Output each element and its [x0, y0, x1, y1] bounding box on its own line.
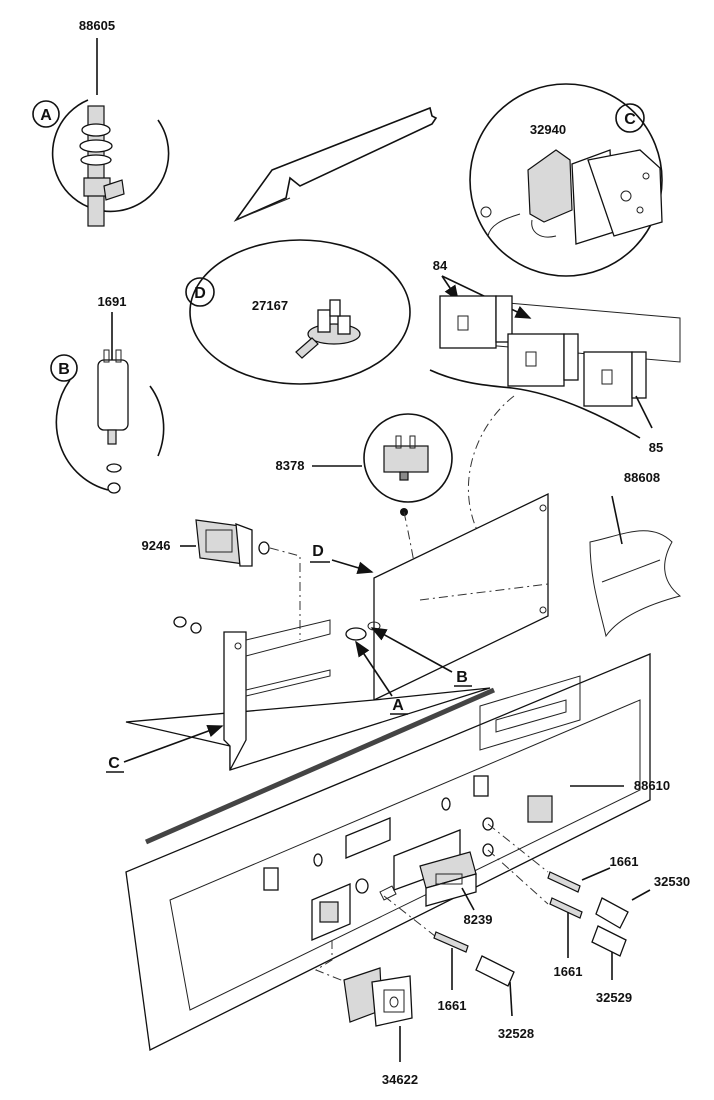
callout-b-icon	[50, 354, 78, 382]
valve-ring-2	[80, 154, 112, 166]
bracket-floor	[125, 687, 491, 771]
detail-c: C 32940	[469, 83, 663, 277]
label-34622: 34622	[382, 1072, 418, 1087]
callout-c-letter: C	[624, 111, 636, 128]
label-32940: 32940	[530, 122, 566, 137]
callout-d-letter: D	[194, 285, 206, 302]
detail-b: 1691 B	[50, 294, 165, 494]
front-panel: 88610	[125, 653, 670, 1051]
label-32529: 32529	[596, 990, 632, 1005]
label-88608: 88608	[624, 470, 660, 485]
pressure-switch-post-2	[337, 315, 351, 335]
valve-ring	[79, 139, 113, 153]
detail-a: 88605 A	[32, 18, 170, 227]
capacitor-body	[97, 359, 129, 431]
pressure-switch-nozzle	[295, 337, 319, 359]
label-84: 84	[433, 258, 448, 273]
pressure-switch-post-1	[317, 309, 331, 333]
svg-text:C: C	[108, 755, 120, 772]
callout-b-letter: B	[58, 361, 70, 378]
label-88605: 88605	[79, 18, 115, 33]
valve-side-port	[103, 179, 125, 201]
plug-circle	[363, 413, 453, 503]
marker-b: B	[370, 627, 472, 687]
label-9246: 9246	[142, 538, 171, 553]
panel-face	[125, 653, 651, 1051]
label-88610: 88610	[634, 778, 670, 793]
contactor-group: 84 85	[429, 258, 681, 455]
marker-c: C	[106, 724, 224, 773]
label-1661-upper: 1661	[610, 854, 639, 869]
switch-part: 34622	[314, 940, 418, 1087]
svg-text:A: A	[392, 697, 404, 714]
timer-plate-2	[587, 149, 663, 237]
filter-part: 9246	[142, 519, 301, 640]
label-32530: 32530	[654, 874, 690, 889]
sheet-part: 88608	[589, 470, 682, 638]
detail-b-circle-left	[55, 379, 109, 491]
contactor-3	[583, 351, 647, 407]
pins-knobs: 1661 32530 1661 32529 1661 32528	[383, 823, 690, 1041]
marker-a: A	[355, 640, 408, 715]
callout-d-icon	[185, 277, 215, 307]
callout-a-icon	[32, 100, 60, 128]
bracket	[125, 492, 549, 771]
svg-text:D: D	[312, 543, 324, 560]
bracket-rear-wall	[373, 492, 549, 702]
marker-d: D	[310, 543, 374, 574]
detail-d: D 27167	[185, 239, 411, 385]
label-8378: 8378	[276, 458, 305, 473]
bracket-side	[223, 631, 247, 771]
plug-detail: 8378	[276, 413, 453, 607]
gasket-strip	[144, 687, 496, 845]
plug-body	[383, 445, 429, 473]
callout-c-icon	[615, 103, 645, 133]
label-8239: 8239	[464, 912, 493, 927]
label-32528: 32528	[498, 1026, 534, 1041]
display-part: 8239	[379, 851, 493, 927]
detail-c-circle	[469, 83, 663, 277]
contactor-2	[507, 333, 579, 387]
label-1661-lower: 1661	[438, 998, 467, 1013]
strip-piece	[233, 106, 438, 222]
contactor-1	[439, 295, 513, 349]
detail-d-circle	[189, 239, 411, 385]
group-brace	[429, 369, 641, 439]
timer-motor	[527, 149, 573, 223]
label-1691: 1691	[98, 294, 127, 309]
callout-a-letter: A	[40, 107, 52, 124]
label-85: 85	[649, 440, 663, 455]
label-27167: 27167	[252, 298, 288, 313]
svg-text:B: B	[456, 669, 468, 686]
pressure-switch-post-3	[329, 299, 341, 317]
valve-nut	[81, 123, 111, 137]
label-1661-right: 1661	[554, 964, 583, 979]
detail-b-circle-right	[149, 385, 165, 457]
